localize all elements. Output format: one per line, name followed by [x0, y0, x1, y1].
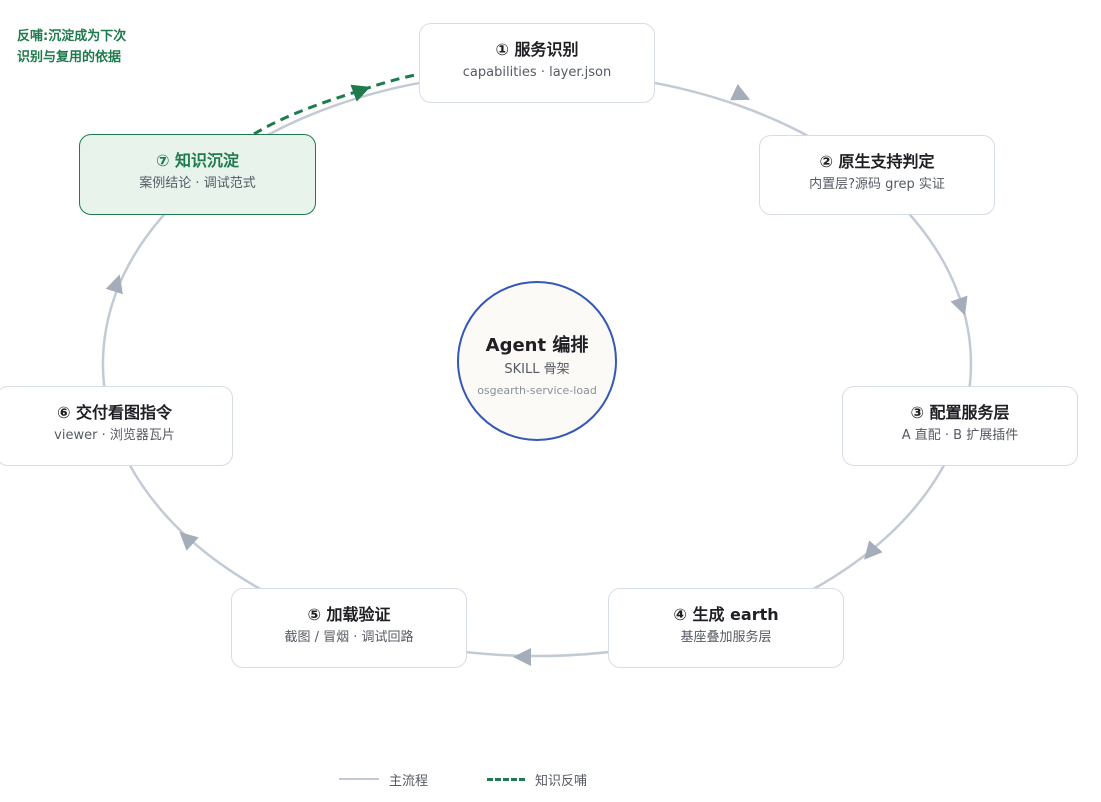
- flow-arrow-5-6: [179, 531, 199, 551]
- step-5-subtitle: 截图 / 冒烟 · 调试回路: [284, 630, 414, 645]
- step-3-configure-layer: ③ 配置服务层 A 直配 · B 扩展插件: [842, 386, 1078, 466]
- step-4-title: ④ 生成 earth: [673, 605, 779, 624]
- step-2-native-support: ② 原生支持判定 内置层?源码 grep 实证: [759, 135, 995, 215]
- feedback-annotation-line-2: 识别与复用的依据: [17, 50, 122, 65]
- step-7-knowledge-capture: ⑦ 知识沉淀 案例结论 · 调试范式: [79, 134, 316, 215]
- feedback-annotation: 反哺:沉淀成为下次 识别与复用的依据: [17, 26, 157, 68]
- legend-main-flow: 主流程: [339, 770, 429, 789]
- step-1-title: ① 服务识别: [495, 40, 579, 59]
- step-6-deliver-viewer: ⑥ 交付看图指令 viewer · 浏览器瓦片: [0, 386, 233, 466]
- step-2-subtitle: 内置层?源码 grep 实证: [809, 177, 945, 192]
- step-4-generate-earth: ④ 生成 earth 基座叠加服务层: [608, 588, 844, 668]
- legend-knowledge-feedback: 知识反哺: [487, 770, 588, 789]
- step-3-subtitle: A 直配 · B 扩展插件: [901, 428, 1019, 443]
- legend-main-flow-swatch: [339, 778, 379, 780]
- step-3-title: ③ 配置服务层: [910, 403, 1010, 422]
- step-4-subtitle: 基座叠加服务层: [680, 630, 772, 645]
- legend-knowledge-feedback-label: 知识反哺: [535, 773, 588, 789]
- agent-orchestrator-node: Agent 编排 SKILL 骨架 osgearth-service-load: [457, 281, 617, 441]
- center-identifier: osgearth-service-load: [477, 384, 597, 397]
- center-subtitle: SKILL 骨架: [504, 362, 570, 377]
- legend-knowledge-feedback-swatch: [487, 777, 525, 781]
- feedback-annotation-line-1: 反哺:沉淀成为下次: [17, 29, 127, 44]
- step-5-load-verify: ⑤ 加载验证 截图 / 冒烟 · 调试回路: [231, 588, 467, 668]
- legend-main-flow-label: 主流程: [389, 773, 429, 789]
- step-5-title: ⑤ 加载验证: [307, 605, 391, 624]
- step-6-title: ⑥ 交付看图指令: [56, 403, 173, 422]
- flow-arrow-1-2: [730, 84, 751, 101]
- step-2-title: ② 原生支持判定: [819, 152, 935, 171]
- center-title: Agent 编排: [485, 335, 589, 356]
- step-1-subtitle: capabilities · layer.json: [462, 65, 612, 80]
- step-7-title: ⑦ 知识沉淀: [155, 151, 240, 170]
- step-1-service-identify: ① 服务识别 capabilities · layer.json: [419, 23, 655, 103]
- step-7-subtitle: 案例结论 · 调试范式: [139, 176, 256, 191]
- step-6-subtitle: viewer · 浏览器瓦片: [54, 428, 175, 443]
